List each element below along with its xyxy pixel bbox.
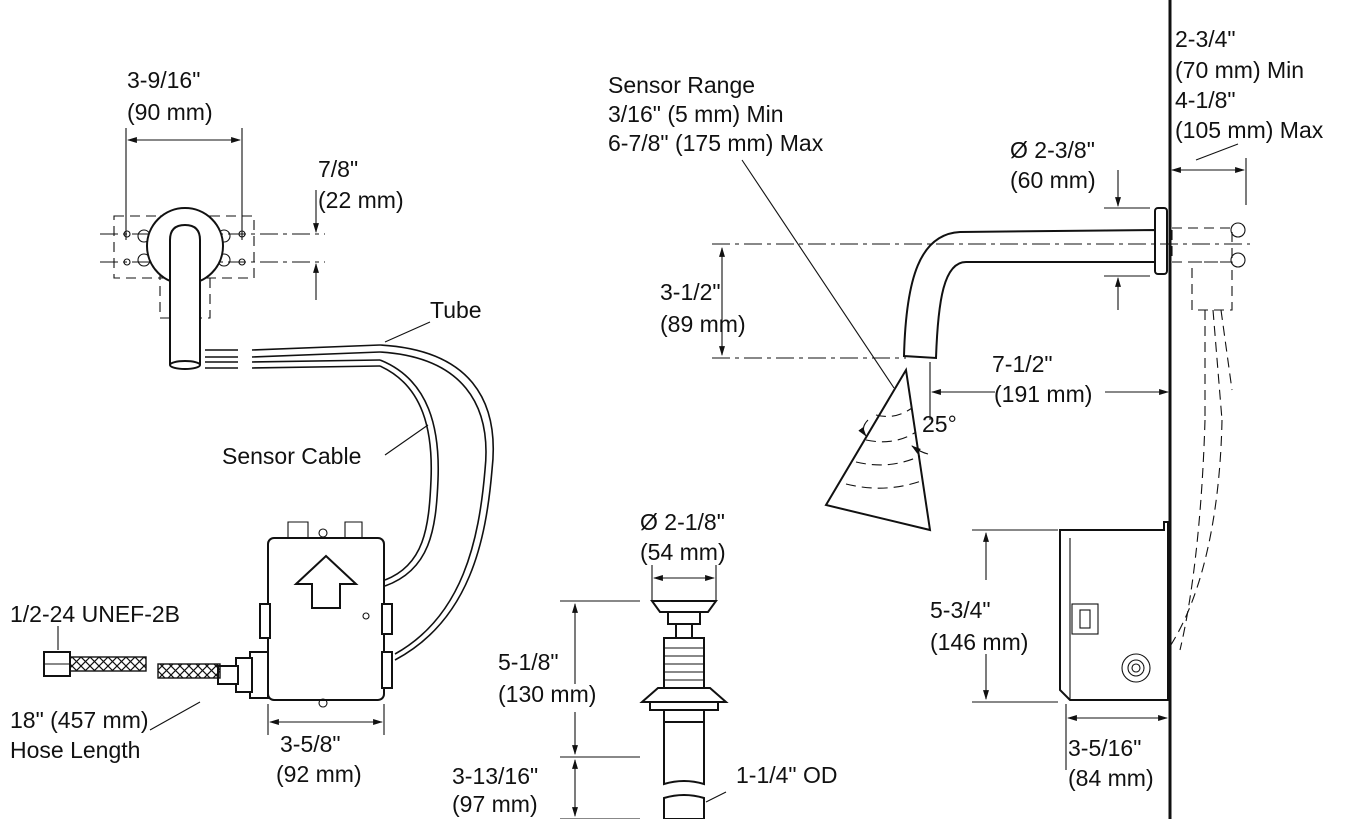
reach-mm: (191 mm) [994,381,1092,407]
top-offset-mm: (22 mm) [318,187,404,213]
wall-max-mm: (105 mm) Max [1175,117,1324,143]
side-view-spout [712,0,1250,819]
drain-dia-in: Ø 2-1/8" [640,509,725,535]
drain-height-in: 5-1/8" [498,649,559,675]
wall-box [972,521,1169,770]
top-offset-in: 7/8" [318,156,358,182]
drain-assembly [560,565,729,819]
control-box [43,521,393,735]
wall-max-in: 4-1/8" [1175,87,1236,113]
tailpiece-mm: (97 mm) [452,791,538,817]
spout-dia-mm: (60 mm) [1010,167,1096,193]
box-width-mm: (92 mm) [276,761,362,787]
box-height-mm: (146 mm) [930,629,1028,655]
spout-height-in: 3-1/2" [660,279,721,305]
sensor-angle: 25° [922,411,957,437]
hose-length-label-1: 18" (457 mm) [10,707,149,733]
box-height-in: 5-3/4" [930,597,991,623]
od-label: 1-1/4" OD [736,762,837,788]
reach-in: 7-1/2" [992,351,1053,377]
top-width-mm: (90 mm) [127,99,213,125]
wall-min-in: 2-3/4" [1175,26,1236,52]
tube-label: Tube [430,297,482,323]
top-width-in: 3-9/16" [127,67,200,93]
hose-length-label-2: Hose Length [10,737,140,763]
drain-height-mm: (130 mm) [498,681,596,707]
drain-dia-mm: (54 mm) [640,539,726,565]
box-depth-mm: (84 mm) [1068,765,1154,791]
sensor-cable-label: Sensor Cable [222,443,361,469]
wall-min-mm: (70 mm) Min [1175,57,1304,83]
box-width-in: 3-5/8" [280,731,341,757]
sensor-range-title: Sensor Range [608,72,755,98]
sensor-range-min: 3/16" (5 mm) Min [608,101,784,127]
spout-height-mm: (89 mm) [660,311,746,337]
sensor-range-max: 6-7/8" (175 mm) Max [608,130,824,156]
thread-label: 1/2-24 UNEF-2B [10,601,180,627]
box-depth-in: 3-5/16" [1068,735,1141,761]
tube-and-cable [379,321,494,661]
top-view-spout [100,128,381,370]
tailpiece-in: 3-13/16" [452,763,538,789]
spout-dia-in: Ø 2-3/8" [1010,137,1095,163]
